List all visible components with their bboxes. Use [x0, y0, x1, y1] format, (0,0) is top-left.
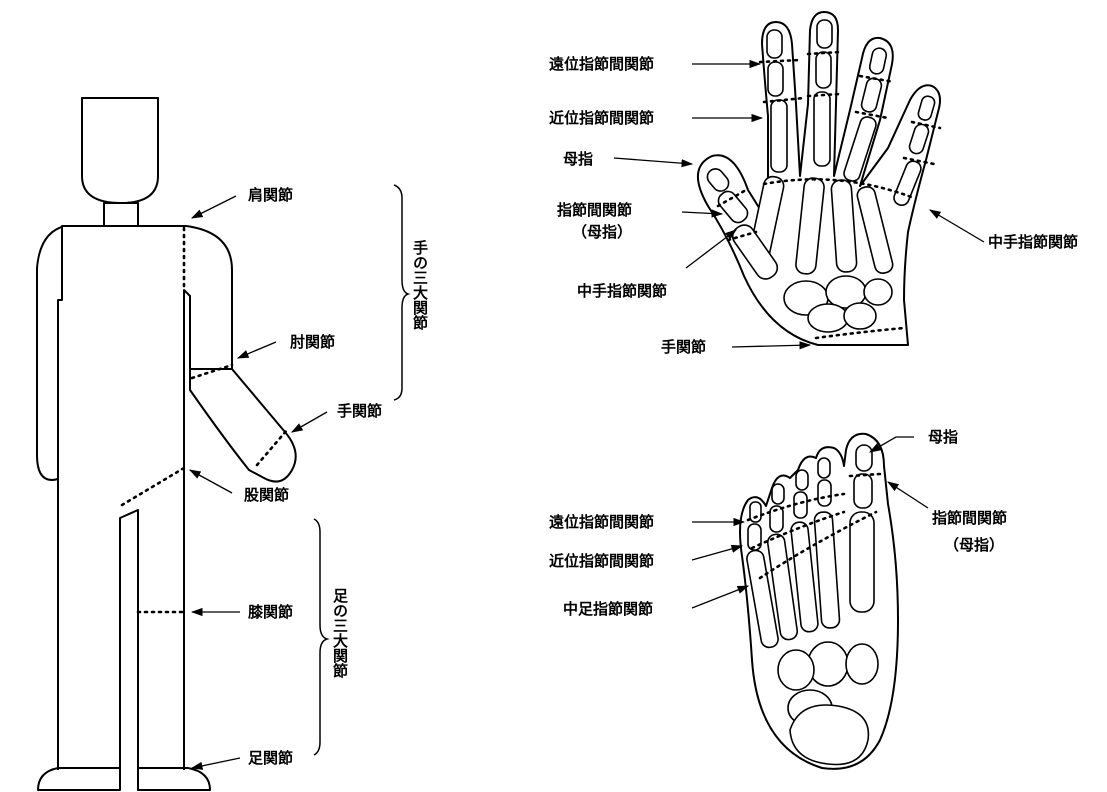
foot-ip-label: 指節間関節 — [932, 509, 1007, 527]
figure-neck — [104, 203, 138, 226]
hand-illustration: 遠位指節間関節 近位指節間関節 母指 指節間関節 （母指） 中手指節関節 中手指… — [549, 12, 1078, 356]
hand-pip-label: 近位指節間関節 — [549, 109, 654, 127]
figure-head — [82, 98, 158, 203]
hand-mcp-label-right: 中手指節関節 — [988, 233, 1078, 251]
foot-pip-label: 近位指節間関節 — [549, 552, 654, 570]
hand-dip-label: 遠位指節間関節 — [549, 55, 654, 73]
knee-joint-label: 膝関節 — [248, 603, 293, 621]
elbow-joint-label: 肘関節 — [290, 333, 335, 351]
leg-joints-bracket-label: 足の三大関節 — [331, 588, 349, 679]
foot-illustration: 母指 遠位指節間関節 近位指節間関節 中足指節関節 指節間関節 （母指） — [549, 428, 1007, 769]
ankle-joint-label: 足関節 — [248, 749, 293, 767]
foot-thumb-label: 母指 — [928, 428, 958, 446]
hand-mcp-label-left: 中手指節関節 — [577, 282, 667, 300]
figure-right-foot — [138, 768, 210, 790]
hip-joint-label: 股関節 — [244, 486, 289, 504]
hand-wrist-label: 手関節 — [661, 338, 706, 356]
figure-forearm — [190, 369, 296, 482]
wrist-joint-label: 手関節 — [337, 402, 382, 420]
arm-joints-bracket-label: 手の三大関節 — [411, 239, 429, 331]
shoulder-joint-label: 肩関節 — [248, 186, 293, 204]
foot-dip-label: 遠位指節間関節 — [549, 513, 654, 531]
foot-mtp-label: 中足指節関節 — [563, 600, 653, 618]
foot-ip-note: （母指） — [944, 536, 1004, 554]
figure-body — [58, 226, 232, 770]
arm-joints-bracket: 手の三大関節 — [394, 185, 429, 400]
hand-ip-note: （母指） — [572, 223, 632, 241]
figure-left-foot — [38, 768, 120, 790]
hand-ip-label: 指節間関節 — [557, 201, 632, 219]
hand-thumb-label: 母指 — [563, 150, 593, 168]
leg-joints-bracket: 足の三大関節 — [314, 519, 349, 755]
